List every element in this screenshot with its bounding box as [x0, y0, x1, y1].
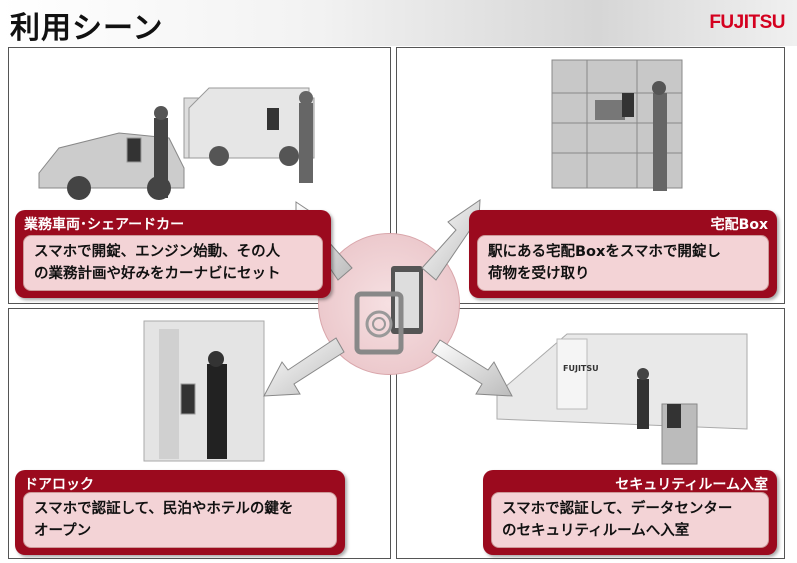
building-sign: FUJITSU [563, 364, 599, 373]
building-illustration: FUJITSU [496, 333, 748, 465]
scene-title: 宅配Box [710, 217, 768, 233]
page-title: 利用シーン [10, 11, 164, 46]
smartphone-fingerprint-icon [354, 266, 423, 355]
description-line: 駅にある宅配Boxをスマホで開錠し [488, 244, 721, 260]
scene-title: 業務車両･シェアードカー [24, 217, 185, 233]
fujitsu-logo: FUJITSU [709, 12, 785, 33]
description-line: スマホで開錠、エンジン始動、その人 [34, 244, 281, 260]
arrow-down-right-icon [431, 339, 513, 397]
arrow-down-left-icon [263, 337, 345, 397]
description-line: オープン [34, 523, 92, 539]
scene-card-security-room: セキュリティルーム入室 スマホで認証して、データセンターのセキュリティルームへ入… [483, 470, 777, 555]
description-line: 荷物を受け取り [488, 266, 590, 282]
scene-description: スマホで開錠、エンジン始動、その人の業務計画や好みをカーナビにセット [23, 235, 323, 291]
description-line: のセキュリティルームへ入室 [502, 523, 690, 539]
scene-card-vehicle: 業務車両･シェアードカー スマホで開錠、エンジン始動、その人の業務計画や好みをカ… [15, 210, 331, 298]
scene-title: ドアロック [24, 477, 94, 493]
scene-description: スマホで認証して、民泊やホテルの鍵をオープン [23, 492, 337, 548]
door-illustration [143, 320, 265, 462]
scene-title: セキュリティルーム入室 [615, 477, 768, 493]
description-line: スマホで認証して、データセンター [502, 501, 733, 517]
scene-card-door-lock: ドアロック スマホで認証して、民泊やホテルの鍵をオープン [15, 470, 345, 555]
header-bar: 利用シーン FUJITSU [0, 0, 797, 46]
locker-illustration [551, 59, 683, 191]
description-line: の業務計画や好みをカーナビにセット [34, 266, 281, 282]
scene-card-delivery-box: 宅配Box 駅にある宅配Boxをスマホで開錠し荷物を受け取り [469, 210, 777, 298]
scene-description: 駅にある宅配Boxをスマホで開錠し荷物を受け取り [477, 235, 769, 291]
description-line: スマホで認証して、民泊やホテルの鍵を [34, 501, 294, 517]
vehicle-illustration [38, 87, 315, 200]
panel-delivery-box [396, 47, 785, 304]
scene-description: スマホで認証して、データセンターのセキュリティルームへ入室 [491, 492, 769, 548]
